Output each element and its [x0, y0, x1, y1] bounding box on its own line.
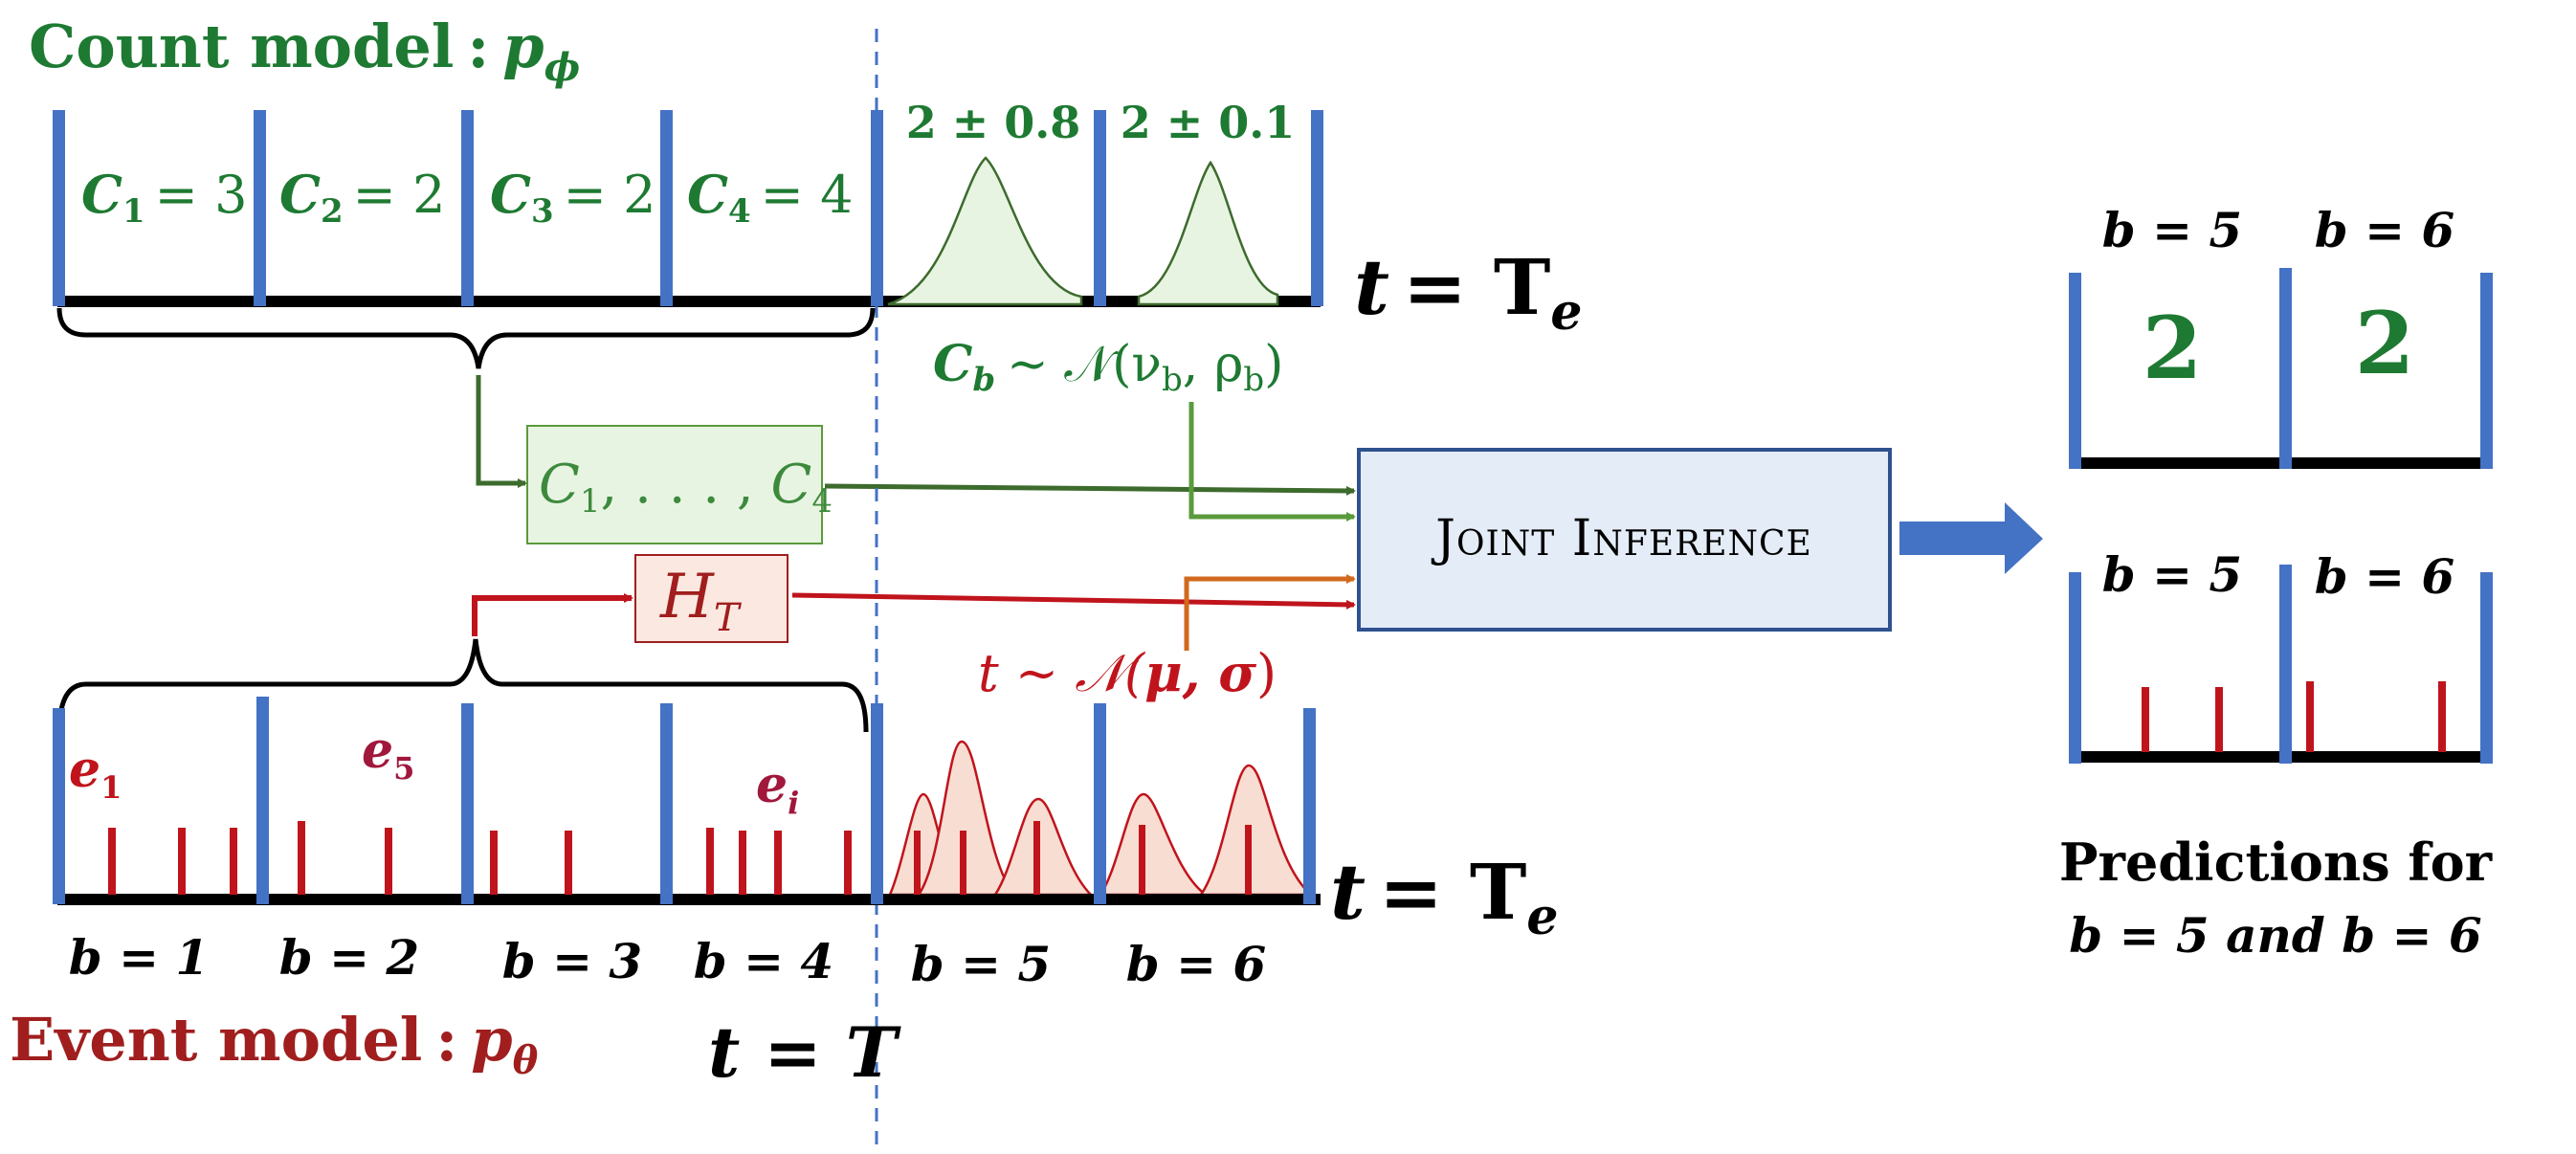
count-bin-label-4: C4= 4 — [687, 164, 853, 231]
count-forecast-label-5: 2 ± 0.8 — [906, 97, 1081, 148]
bin-label-2: b = 2 — [279, 929, 419, 986]
pred-count-value-6: 2 — [2355, 293, 2415, 394]
bin-label-1: b = 1 — [69, 929, 209, 986]
event-distribution-label: t ∼ 𝒩(μ, σ) — [978, 642, 1277, 703]
bin-label-5: b = 5 — [911, 936, 1051, 992]
count-dist-to-joint-arrow — [1188, 402, 1356, 522]
joint-to-predictions-arrow — [1899, 502, 2043, 574]
event-bin-separators — [53, 697, 1316, 904]
pred-event-bin-label-5: b = 5 — [2102, 546, 2242, 603]
pred-count-bin-label-5: b = 5 — [2102, 202, 2242, 258]
pred-event-bin-label-6: b = 6 — [2315, 548, 2454, 605]
event-axis — [57, 894, 1321, 905]
pred-count-value-5: 2 — [2143, 298, 2203, 399]
event-brace-to-box-arrow — [472, 593, 633, 636]
bin-label-6: b = 6 — [1126, 936, 1266, 992]
count-bin-separators — [53, 110, 1323, 306]
count-axis — [57, 296, 1321, 307]
count-history-brace — [56, 307, 876, 369]
pred-event-separators — [2069, 565, 2493, 764]
count-history-box — [526, 425, 823, 544]
event-time-end-label: t= Te — [1330, 847, 1558, 946]
count-box-to-joint-arrow — [824, 483, 1356, 496]
count-forecast-density-6 — [1137, 160, 1279, 306]
pred-count-separators — [2069, 268, 2493, 469]
predictions-caption-line2: b = 5 and b = 6 — [2069, 907, 2481, 964]
joint-inference-label: Joint Inference — [1431, 510, 1812, 567]
count-forecast-density-5 — [887, 156, 1083, 306]
count-distribution-label: Cb∼ 𝒩(νb, ρb) — [933, 335, 1283, 399]
count-time-end-label: t= Te — [1354, 242, 1582, 342]
event-history-box-label: HT — [659, 562, 743, 640]
event-forecast-densities — [888, 740, 1315, 897]
count-bin-label-1: C1= 3 — [81, 164, 247, 231]
event-box-to-joint-arrow — [791, 592, 1356, 610]
count-brace-to-box-arrow — [476, 375, 527, 488]
event-history-brace — [56, 638, 869, 733]
count-forecast-label-6: 2 ± 0.1 — [1121, 97, 1296, 148]
event-history-box — [634, 554, 788, 643]
event-mark-label-5: e5 — [362, 721, 414, 787]
event-mark-label-i: ei — [756, 756, 799, 821]
pred-event-spikes — [2142, 681, 2446, 752]
bin-label-4: b = 4 — [694, 933, 833, 989]
count-history-box-label: C1, . . . , C4 — [539, 454, 833, 521]
bin-label-3: b = 3 — [502, 933, 642, 989]
count-bin-label-2: C2= 2 — [279, 164, 445, 231]
pred-count-bin-label-6: b = 6 — [2315, 202, 2454, 258]
event-dist-to-joint-arrow — [1184, 574, 1356, 651]
event-spikes — [108, 821, 1252, 895]
event-model-title: Event model:pθ — [10, 1005, 539, 1083]
count-model-title: Count model:pϕ — [29, 11, 580, 90]
predictions-caption-line1: Predictions for — [2059, 832, 2493, 893]
event-mark-label-1: e1 — [69, 741, 122, 806]
joint-inference-box — [1357, 448, 1892, 632]
count-bin-label-3: C3= 2 — [490, 164, 655, 231]
present-time-label: t = T — [708, 1011, 901, 1093]
